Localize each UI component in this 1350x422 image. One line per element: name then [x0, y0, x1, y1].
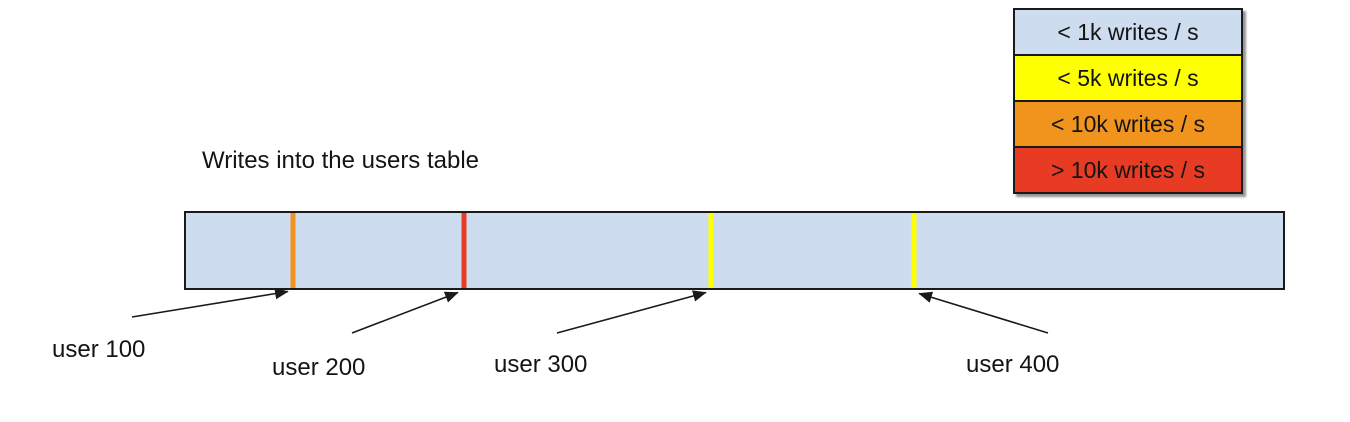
label-user-100: user 100 [52, 336, 146, 363]
write-marker-user-200 [461, 213, 467, 288]
legend-item-lt-10k: < 10k writes / s [1015, 100, 1241, 146]
legend-item-lt-1k: < 1k writes / s [1015, 10, 1241, 54]
label-user-200: user 200 [272, 354, 366, 381]
write-rate-legend: < 1k writes / s < 5k writes / s < 10k wr… [1013, 8, 1243, 194]
arrow-user-200 [351, 291, 459, 334]
write-marker-user-300 [708, 213, 714, 288]
write-marker-user-400 [911, 213, 917, 288]
label-user-400: user 400 [966, 351, 1060, 378]
legend-item-lt-5k: < 5k writes / s [1015, 54, 1241, 100]
label-user-300: user 300 [494, 351, 588, 378]
users-table-bar [184, 211, 1285, 290]
write-marker-user-100 [290, 213, 296, 288]
arrow-user-400 [918, 291, 1049, 334]
arrow-user-100 [131, 287, 289, 318]
diagram-title: Writes into the users table [202, 147, 480, 174]
legend-item-gt-10k: > 10k writes / s [1015, 146, 1241, 192]
arrow-user-300 [556, 290, 707, 334]
